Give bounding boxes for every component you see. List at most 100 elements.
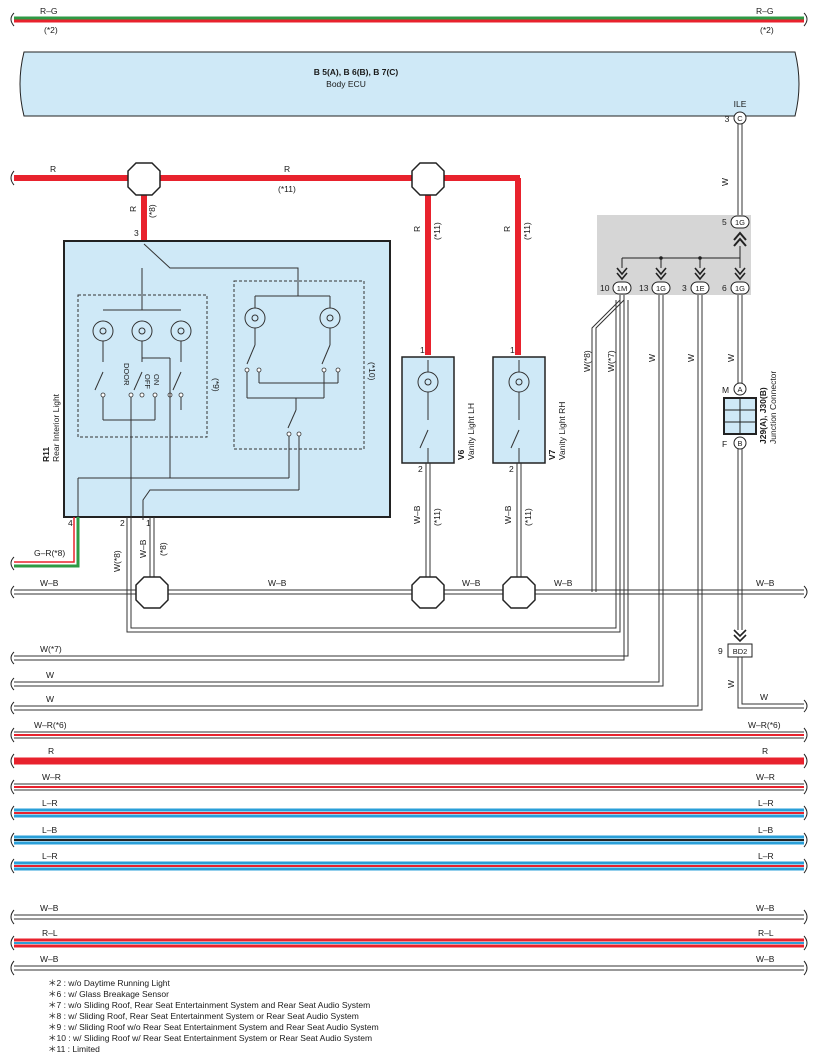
footnote-6: ＊6 : w/ Glass Breakage Sensor [48,989,169,999]
bus-l-r-2-right: L–R [758,851,774,861]
bd2-code: BD2 [733,647,748,656]
wire-wb-drop-label: W–B [138,539,148,558]
wire-r-v7-label: R [502,226,512,232]
wire-r-v6-note: (*11) [432,222,442,240]
bus-w-b-right: W–B [756,578,775,588]
ground-splice-3 [502,576,536,609]
bus-w7-label: W(*7) [40,644,62,654]
r11-bulb-3 [170,320,192,342]
wire-r-v6-label: R [412,226,422,232]
bus-w-b-lower-1-right: W–B [756,903,775,913]
r11-label-door: DOOR [122,363,131,386]
junction-connector-block: 5 1G 10 1M 13 1G 3 1E 6 1G [597,215,751,295]
bus-w-b-lower-2: W–B W–B [10,954,808,976]
bus-r-g-left-label: R–G [40,6,57,16]
r11-name: Rear Interior Light [51,393,61,462]
bus-r-left: R [48,746,54,756]
wire-w-ile-label: W [720,178,730,186]
bus-l-b-right: L–B [758,825,773,835]
bus-r-g-right-note: (*2) [760,25,774,35]
bus-w-b-lower-1-left: W–B [40,903,59,913]
jconn-code-1g-b: 1G [735,284,745,293]
jconn-output-wires: W(*8) W(*7) W W W [14,295,743,711]
ecu-pin-circle [733,111,747,125]
bus-w7: W(*7) [10,644,62,665]
v7-vanity-light-rh: 1 V7 Vanity Light RH 2 W–B (*11) [492,345,567,580]
body-ecu: B 5(A), B 6(B), B 7(C) Body ECU ILE 3 C [19,51,800,125]
footnote-10: ＊10 : w/ Sliding Roof w/ Rear Seat Enter… [48,1033,372,1043]
bus-w-r-right: W–R [756,772,775,782]
wire-g-r-label: G–R(*8) [34,548,65,558]
wire-r-mid-label: R [284,164,290,174]
bus-l-r-2: L–R L–R [10,851,808,874]
bus-w-r: W–R W–R [10,772,808,795]
bus-w-b-left: W–B [40,578,59,588]
r11-pin-3: 3 [134,228,139,238]
jconn-pin-13: 13 [639,283,649,293]
bus-w-b-lower-2-right: W–B [756,954,775,964]
ecu-title: B 5(A), B 6(B), B 7(C) [314,67,399,77]
bus-w-b: W W [10,692,808,715]
wire-wb-v7-note: (*11) [523,508,533,526]
wire-w-1g-label: W [647,354,657,362]
v7-name: Vanity Light RH [557,402,567,460]
bus-l-b-left: L–B [42,825,57,835]
wire-w-6-label: W [726,354,736,362]
footnote-2: ＊2 : w/o Daytime Running Light [48,978,171,988]
v7-pin-1: 1 [510,345,515,355]
wire-r-drop-note: (*8) [147,204,157,218]
wire-wb-v6-note: (*11) [432,508,442,526]
v6-name: Vanity Light LH [466,403,476,460]
jconn-top-code-box [730,215,750,229]
bus-w-b-left-label: W [46,694,54,704]
ground-splice-1 [135,576,169,609]
bus-w-b-lower-2-left: W–B [40,954,59,964]
r11-bulb-2 [131,320,153,342]
v6-vanity-light-lh: 1 V6 Vanity Light LH 2 W–B (*11) [401,345,476,580]
ecu-pin-label: ILE [734,99,747,109]
splice-point-1 [127,162,161,196]
footnote-7: ＊7 : w/o Sliding Roof, Rear Seat Enterta… [48,1000,370,1010]
bus-w-b-right-label: W [760,692,768,702]
jconn-top-pin: 5 [722,217,727,227]
bus-r: R R [10,746,808,769]
ecu-subtitle: Body ECU [326,79,366,89]
footnotes: ＊2 : w/o Daytime Running Light ＊6 : w/ G… [48,978,379,1054]
jconn-code-1g-a: 1G [656,284,666,293]
bus-r-right: R [762,746,768,756]
ecu-pin-letter: C [737,114,743,123]
v7-code: V7 [547,449,557,460]
wire-r-drop-label: R [128,206,138,212]
junction-letter-a: A [737,385,742,394]
wire-r-mid-note: (*11) [278,184,296,194]
jconn-pin-3: 3 [682,283,687,293]
v6-bulb [417,371,439,393]
jconn-top-code: 1G [735,218,745,227]
bus-r-l: R–L R–L [10,928,808,951]
jconn-pin-10: 10 [600,283,610,293]
wire-r-v7-note: (*11) [522,222,532,240]
junction-letter-b: B [737,439,742,448]
r11-bulb-5 [319,307,341,329]
wire-w8-drop-label: W(*8) [112,550,122,572]
r11-pin-1: 1 [146,518,151,528]
bd2-pin: 9 [718,646,723,656]
bus-r-l-left: R–L [42,928,58,938]
junction-code: J29(A), J30(B) [758,387,768,444]
bus-l-r-1: L–R L–R [10,798,808,821]
r11-bulb-4 [244,307,266,329]
r11-code: R11 [41,447,51,462]
r11-pin-2: 2 [120,518,125,528]
bus-l-b: L–B L–B [10,825,808,848]
bus-w-r6: W–R(*6) W–R(*6) [10,720,808,743]
junction-pin-f: F [722,439,727,449]
v6-pin-1: 1 [420,345,425,355]
v7-pin-2: 2 [509,464,514,474]
bus-r-g-right-label: R–G [756,6,773,16]
r11-label-on: ON [152,374,161,385]
wire-wb-drop-note: (*8) [158,542,168,556]
bus-r-g-left-note: (*2) [44,25,58,35]
bus-w-b-lower-1: W–B W–B [10,903,808,925]
wire-wb-v7-label: W–B [503,505,513,524]
